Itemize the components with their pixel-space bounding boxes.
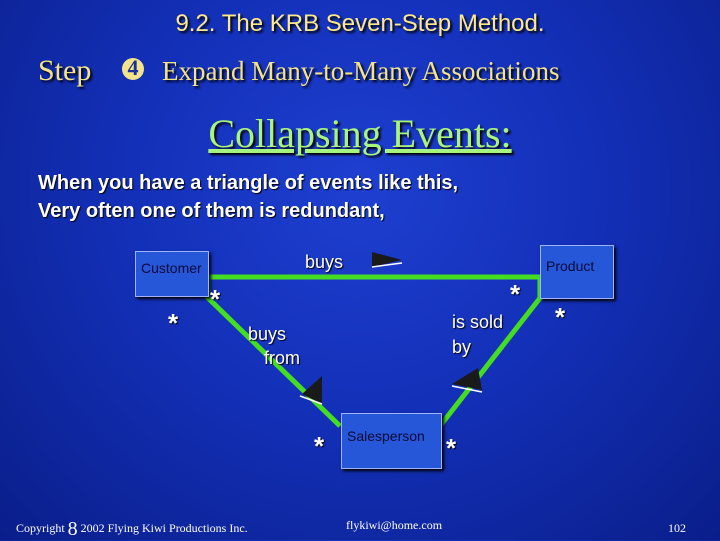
sold-by-arrow-shaft	[451, 385, 483, 393]
copyright-symbol: 8	[67, 518, 78, 540]
entity-customer-label: Customer	[141, 260, 202, 276]
footer-copyright: Copyright 8 2002 Flying Kiwi Productions…	[16, 518, 248, 541]
sold-by-arrow-icon	[452, 368, 482, 390]
relationship-sold-by-label-1: is sold	[452, 312, 504, 332]
relationship-buys-label: buys	[305, 252, 344, 272]
multiplicity-star-salesperson-sold-by: *	[446, 433, 457, 463]
multiplicity-star-salesperson-buys-from: *	[314, 431, 325, 461]
relationship-lines	[205, 274, 543, 428]
section-subtitle: Collapsing Events:	[208, 111, 512, 156]
page-number: 102	[668, 521, 686, 535]
buys-arrow-icon	[372, 252, 402, 267]
step-number-badge: 4	[122, 57, 144, 80]
slide-title: 9.2. The KRB Seven-Step Method.	[175, 10, 545, 37]
entity-salesperson-label: Salesperson	[347, 428, 425, 444]
direction-arrows	[299, 252, 483, 405]
buys-from-arrow-shaft	[299, 395, 323, 405]
relationship-buys-from-label-1: buys	[248, 324, 287, 344]
copyright-prefix: Copyright	[16, 521, 65, 535]
multiplicity-star-product-sold-by: *	[555, 302, 566, 332]
step-label: Step	[38, 54, 92, 87]
entity-salesperson: Salesperson	[341, 413, 442, 469]
entity-product: Product	[540, 245, 614, 299]
footer-email: flykiwi@home.com	[346, 518, 443, 532]
multiplicity-star-product-buys: *	[510, 279, 521, 309]
step-title: Expand Many-to-Many Associations	[162, 56, 560, 86]
multiplicity-star-customer-buys: *	[210, 284, 221, 314]
buys-arrow-shaft	[371, 262, 403, 268]
copyright-text: 2002 Flying Kiwi Productions Inc.	[80, 521, 248, 535]
body-text-line-2: Very often one of them is redundant,	[38, 200, 385, 222]
relationship-buys-from-label-2: from	[264, 348, 300, 368]
entity-product-label: Product	[546, 258, 595, 274]
body-text-line-1: When you have a triangle of events like …	[38, 172, 459, 194]
entity-customer: Customer	[135, 251, 209, 297]
relationship-sold-by-label-2: by	[452, 337, 472, 357]
multiplicity-star-customer-buys-from: *	[168, 308, 179, 338]
buys-from-arrow-icon	[302, 376, 322, 404]
